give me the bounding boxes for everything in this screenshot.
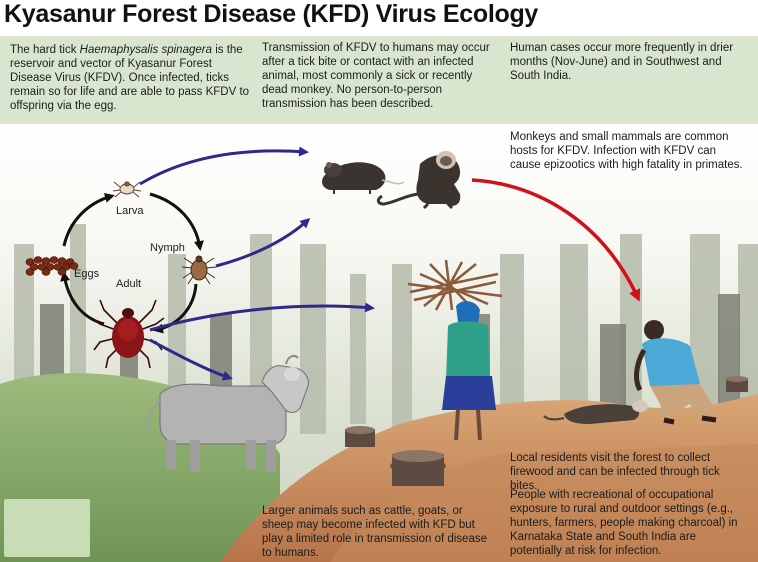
ecology-scene: Larva Nymph Adult Eggs [0,124,758,562]
larva-label: Larva [116,205,144,217]
tick-larva [112,181,142,198]
reservoir-text-pre: The hard tick [10,44,80,56]
tick-nymph [181,255,217,285]
transmission-text: Transmission of KFDV to humans may occur… [262,42,490,110]
transmission-arrows [139,146,641,381]
nymph-label: Nymph [150,242,185,254]
tree-stump-small [345,426,375,447]
tree-stump-far [726,376,748,392]
woman-carrying-firewood [407,259,503,441]
dead-monkey [543,400,648,424]
rat [322,162,405,194]
page-title: Kyasanur Forest Disease (KFD) Virus Ecol… [4,0,539,28]
tree-stump [390,450,446,486]
adult-label: Adult [116,278,142,290]
cow [147,355,309,472]
tick-eggs [25,256,79,276]
monkey [376,151,461,210]
hosts-text: Monkeys and small mammals are common hos… [510,131,743,171]
scene-illustration [0,124,758,562]
reservoir-text-post: is the reservoir and vector of Kyasanur … [10,44,250,112]
legend-placeholder-box [4,499,90,557]
eggs-label: Eggs [74,268,100,280]
exposure-text: People with recreational of occupational… [510,489,738,557]
reservoir-text: The hard tick Haemaphysalis spinagera is… [10,43,250,113]
residents-text: Local residents visit the forest to coll… [510,452,720,492]
large-animals-text: Larger animals such as cattle, goats, or… [262,505,487,559]
man-crouching [634,320,717,425]
top-info-band [0,36,758,124]
tick-species-name: Haemaphysalis spinagera [79,44,212,56]
human-cases-text: Human cases occur more frequently in dri… [510,42,734,82]
